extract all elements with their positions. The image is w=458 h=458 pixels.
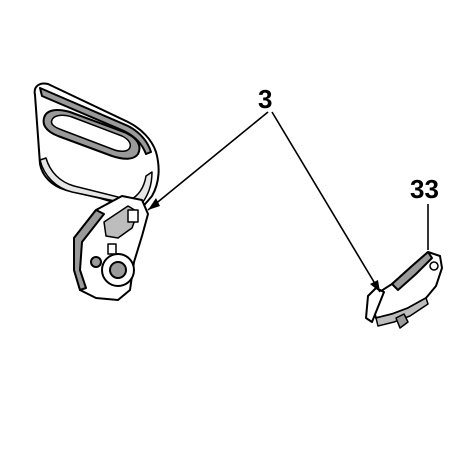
leader-3-to-lever [271,111,381,293]
brake-lever-icon[interactable] [365,251,443,329]
lever-lower-edge [375,297,429,327]
pivot-hole [109,261,127,279]
callout-3: 3 [258,84,272,114]
arrowhead-lever [370,280,380,292]
leader-lines [147,111,429,293]
bracket-screw [90,256,102,268]
lever-pin-hole [429,261,439,271]
arrowhead-guard [148,198,160,210]
leader-3-to-guard [147,111,269,211]
bracket-lug-2 [107,243,117,255]
callout-33: 33 [410,174,439,204]
hand-guard-bracket-edge [73,209,105,291]
lever-tab [395,313,409,329]
bracket-lug-1 [127,209,139,223]
hand-guard-grip-inner [50,114,132,152]
lever-shade [391,251,433,291]
hand-guard-icon[interactable] [33,82,160,301]
leader-arrowheads [148,198,380,292]
